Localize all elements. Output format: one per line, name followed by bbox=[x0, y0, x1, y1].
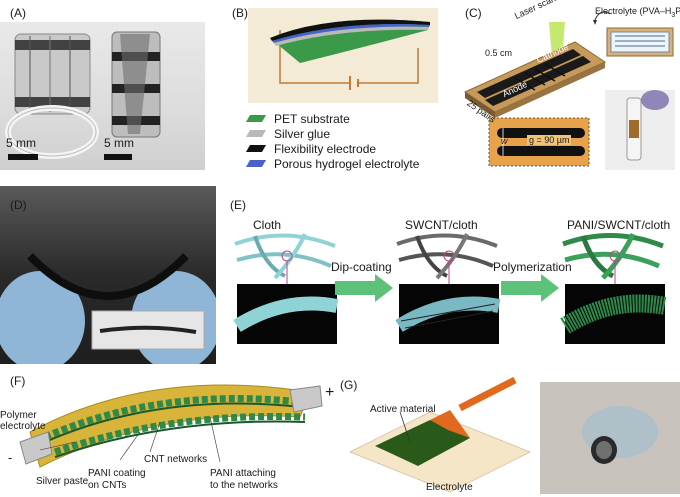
microsupercap-diagram bbox=[463, 11, 675, 170]
panel-c-w-label: w bbox=[501, 136, 508, 146]
electrolyte-text: Electrolyte (PVA–H bbox=[595, 6, 672, 16]
panel-c-label: (C) bbox=[465, 6, 482, 20]
panel-f: (F) Polymer electrolyte - + Silver paste… bbox=[0, 372, 340, 497]
panel-b-label: (B) bbox=[232, 6, 248, 20]
pani-coating-label-1: PANI coating bbox=[88, 468, 146, 479]
cnt-networks-label: CNT networks bbox=[144, 454, 208, 465]
panel-c-gap-label: g = 90 µm bbox=[527, 135, 572, 145]
pani-attaching-label-1: PANI attaching bbox=[210, 468, 276, 479]
minus-sign: - bbox=[8, 450, 13, 465]
bent-electrode-illustration bbox=[0, 253, 216, 364]
panel-d-photo bbox=[0, 186, 216, 364]
panel-c-electrolyte-label: Electrolyte (PVA–H3PO4) bbox=[595, 6, 680, 19]
panel-f-label: (F) bbox=[10, 374, 26, 388]
legend-swatch-silver bbox=[245, 130, 267, 137]
silver-paste-label: Silver paste bbox=[36, 476, 89, 487]
legend-label: Silver glue bbox=[274, 127, 331, 141]
arrow-dip-coating-label: Dip-coating bbox=[331, 260, 392, 274]
legend-swatch-electrode bbox=[245, 145, 267, 152]
plus-sign: + bbox=[325, 384, 335, 401]
panel-a: (A) 5 mm 5 mm bbox=[0, 0, 205, 170]
rolled-devices-illustration bbox=[5, 31, 161, 160]
panel-e: (E) Cloth SWCNT/cloth PANI/SWCNT/cloth bbox=[225, 186, 680, 364]
legend-label: Flexibility electrode bbox=[274, 142, 377, 156]
panel-e-label: (E) bbox=[230, 198, 246, 212]
active-material-label: Active material bbox=[370, 404, 436, 415]
g-electrolyte-label: Electrolyte bbox=[426, 482, 473, 493]
panel-a-scale-left: 5 mm bbox=[6, 136, 36, 150]
panel-a-label: (A) bbox=[10, 6, 26, 20]
electrolyte-sub1: 3 bbox=[671, 11, 676, 19]
panel-g: (G) Active material Electrolyte bbox=[330, 372, 680, 497]
cnt-fiber-diagram bbox=[19, 384, 323, 468]
flexible-device-diagram bbox=[248, 8, 438, 103]
panel-d-label-overlay: (D) bbox=[10, 198, 27, 212]
electrolyte-label: electrolyte bbox=[0, 421, 46, 432]
legend-item: PET substrate bbox=[245, 112, 508, 126]
panel-c-width-label: 0.5 cm bbox=[485, 48, 513, 58]
panel-g-label: (G) bbox=[340, 378, 358, 392]
panel-a-scale-right: 5 mm bbox=[104, 136, 134, 150]
panel-d: (D) (D) bbox=[0, 186, 216, 364]
electrolyte-mid: PO bbox=[675, 6, 680, 16]
stage-pani-label: PANI/SWCNT/cloth bbox=[567, 218, 671, 232]
panel-c: (C) Laser scanning Electrolyte bbox=[455, 0, 680, 175]
pani-coating-label-2: on CNTs bbox=[88, 480, 127, 491]
legend-label: PET substrate bbox=[274, 112, 350, 126]
electrode-stack-diagram bbox=[348, 376, 680, 494]
process-diagram bbox=[233, 232, 667, 344]
legend-label: Porous hydrogel electrolyte bbox=[274, 157, 420, 171]
panel-a-photo: 5 mm 5 mm bbox=[0, 22, 205, 170]
pani-attaching-label-2: to the networks bbox=[210, 480, 278, 491]
stage-swcnt-label: SWCNT/cloth bbox=[405, 218, 478, 232]
stage-cloth-label: Cloth bbox=[253, 218, 282, 232]
arrow-polymerization-label: Polymerization bbox=[493, 260, 572, 274]
legend-swatch-hydrogel bbox=[245, 160, 267, 167]
legend-item: Silver glue bbox=[245, 127, 508, 141]
legend-item: Porous hydrogel electrolyte bbox=[245, 157, 508, 171]
panel-b: (B) PET substrate Silver glue Flexibilit… bbox=[222, 0, 442, 171]
legend-swatch-pet bbox=[245, 115, 267, 122]
polymer-label: Polymer bbox=[0, 410, 37, 421]
legend-item: Flexibility electrode bbox=[245, 142, 508, 156]
